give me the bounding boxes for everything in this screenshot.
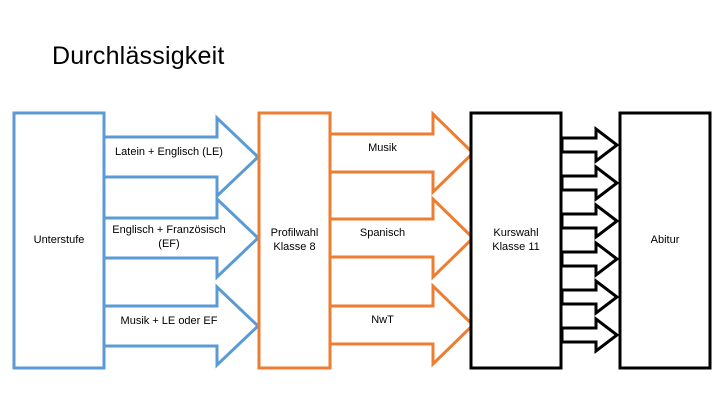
node-kurswahl-label: Kurswahl Klasse 11 [471,226,561,254]
node-profilwahl-label-line1: Profilwahl [270,227,319,239]
node-unterstufe-box[interactable] [12,111,106,370]
node-profilwahl-label-line2: Klasse 8 [273,241,316,253]
blue-arrow-2-label-line2: (EF) [158,238,180,250]
black-arrow-1-shape[interactable] [560,125,620,165]
blue-arrow-1-label: Latein + Englisch (LE) [115,146,223,158]
orange-arrow-1-shape[interactable] [328,110,476,196]
node-kurswahl-label-line1: Kurswahl [493,227,539,239]
orange-arrow-3-label: NwT [371,314,394,326]
orange-arrow-3-shape[interactable] [328,282,476,368]
blue-arrow-2-label-line1: Englisch + Französisch [112,224,226,236]
node-abitur-box[interactable] [618,111,712,370]
orange-arrow-2-shape[interactable] [328,195,476,281]
blue-arrow-3-shape[interactable] [102,283,261,369]
node-profilwahl-box[interactable] [257,111,332,370]
node-unterstufe-label: Unterstufe [33,234,85,246]
black-arrow-2-shape[interactable] [560,163,620,203]
black-arrow-6-shape[interactable] [560,315,620,355]
black-arrow-5-shape[interactable] [560,277,620,317]
node-abitur-label: Abitur [650,234,680,246]
blue-arrow-2-label: Englisch + Französisch (EF) [104,223,234,251]
node-kurswahl-label-line2: Klasse 11 [492,241,540,253]
blue-arrow-1-shape[interactable] [102,114,261,200]
black-arrow-3-shape[interactable] [560,201,620,241]
orange-arrow-1-label: Musik [368,142,397,154]
black-arrow-4-shape[interactable] [560,239,620,279]
blue-arrow-2-shape[interactable] [102,195,261,281]
node-kurswahl-box[interactable] [469,111,563,370]
blue-arrow-3-label: Musik + LE oder EF [120,315,218,327]
orange-arrow-2-label: Spanisch [359,227,406,239]
page-title: Durchlässigkeit [52,42,225,70]
node-profilwahl-label: Profilwahl Klasse 8 [259,226,330,254]
